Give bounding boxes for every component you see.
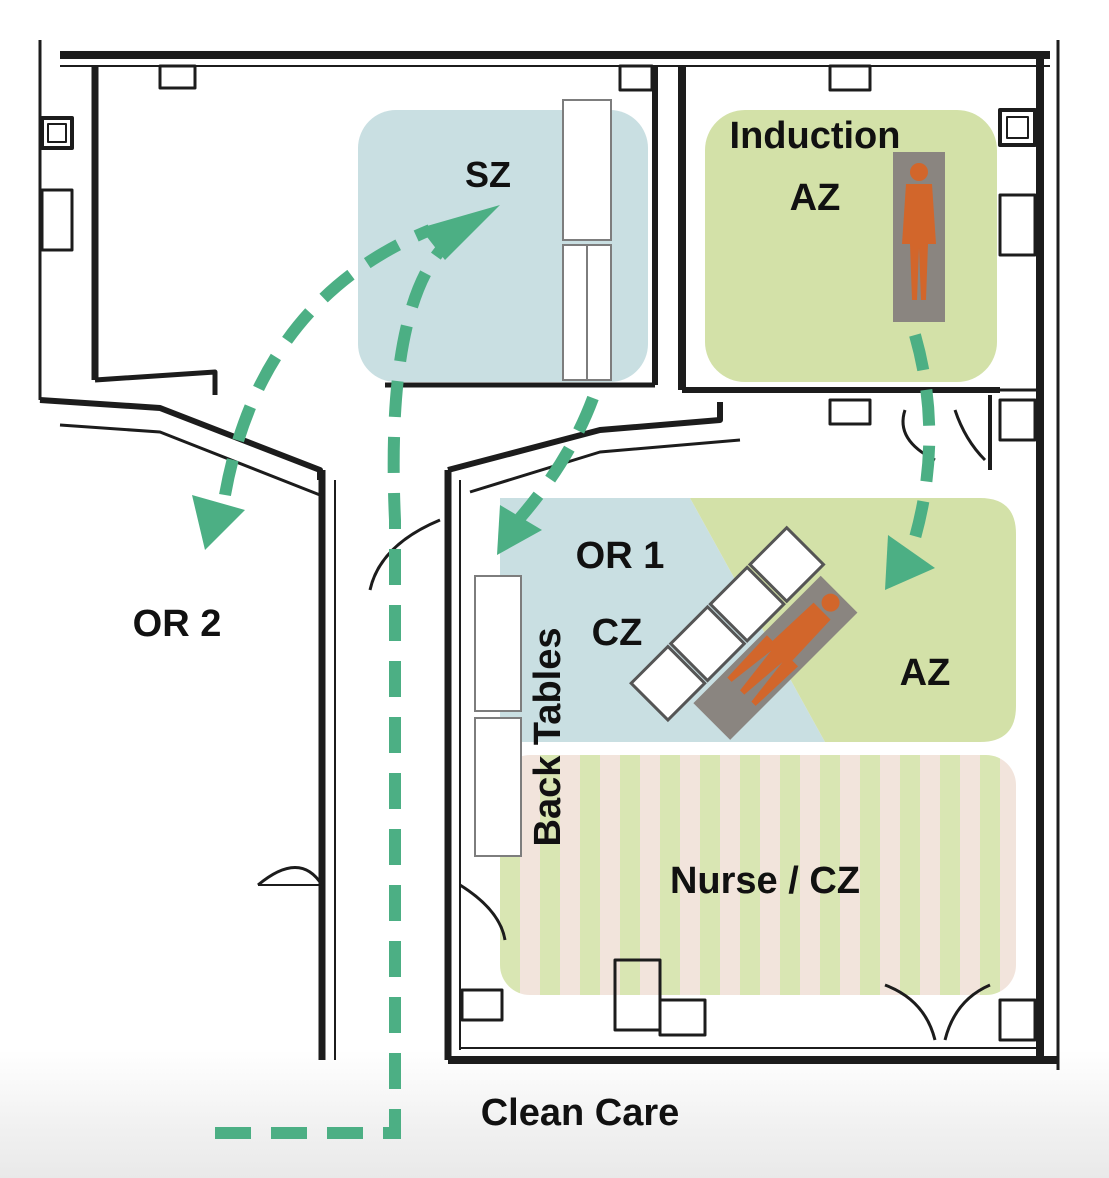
flow-arrows <box>215 224 936 1139</box>
label-or1-cz: CZ <box>592 612 643 654</box>
label-induction: Induction <box>730 115 901 157</box>
flow-path-sz-to-or1 <box>515 395 599 522</box>
label-back-tables: Back Tables <box>527 628 569 847</box>
induction-patient-bed <box>893 152 945 322</box>
or1-back-tables <box>474 575 522 857</box>
sz-back-tables <box>562 99 612 381</box>
label-or2: OR 2 <box>133 603 222 645</box>
flow-path-induction-to-or1 <box>906 333 936 550</box>
label-clean-care: Clean Care <box>481 1092 680 1134</box>
walls <box>38 40 1060 1070</box>
arrowhead-az-icon <box>885 535 935 590</box>
label-induction-az: AZ <box>790 177 841 219</box>
flow-path-clean-care <box>215 235 455 1139</box>
label-sz: SZ <box>465 154 511 195</box>
arrowhead-sz-icon <box>420 205 500 260</box>
label-nurse-cz: Nurse / CZ <box>670 860 860 902</box>
nurse-circulating-zone <box>500 755 1016 995</box>
arrowhead-or2-icon <box>192 495 245 550</box>
arrow-heads <box>192 205 935 590</box>
arrowhead-or1-icon <box>497 505 542 555</box>
or1-patient-figure-icon <box>727 593 840 706</box>
label-or1: OR 1 <box>576 535 665 577</box>
label-or1-az: AZ <box>900 652 951 694</box>
patient-figure-icon <box>902 163 936 300</box>
or1-table-group <box>629 525 858 740</box>
flow-path-sz-to-or2 <box>219 224 433 497</box>
